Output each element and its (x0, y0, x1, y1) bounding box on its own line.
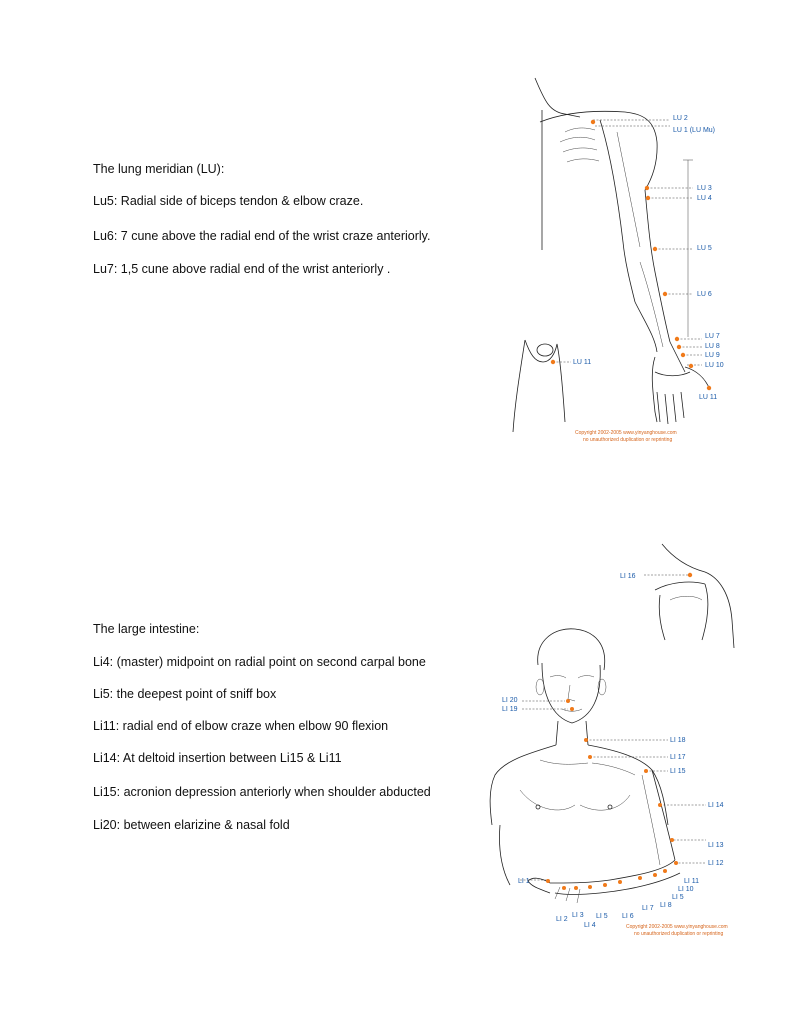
label-lu5: LU 5 (697, 245, 712, 252)
label-li16: LI 16 (620, 573, 636, 580)
label-li13: LI 13 (708, 842, 724, 849)
li-copyright-1: Copyright 2002-2005 www.yinyanghouse.com (626, 924, 728, 930)
label-li15: LI 15 (670, 768, 686, 775)
label-li4: LI 4 (584, 922, 596, 929)
label-lu2: LU 2 (673, 115, 688, 122)
label-lu11-hand: LU 11 (699, 394, 717, 401)
label-li1: LI 1 (518, 878, 530, 885)
lung-line-lu7: Lu7: 1,5 cune above radial end of the wr… (93, 261, 390, 277)
label-li2: LI 2 (556, 916, 568, 923)
lung-copyright-2: no unauthorized duplication or reprintin… (583, 437, 672, 443)
label-lu10: LU 10 (705, 362, 724, 369)
li-heading: The large intestine: (93, 621, 199, 637)
label-li5: LI 5 (596, 913, 608, 920)
li-line-li14: Li14: At deltoid insertion between Li15 … (93, 750, 342, 766)
label-lu8: LU 8 (705, 343, 720, 350)
li-copyright-2: no unauthorized duplication or reprintin… (634, 931, 723, 937)
label-lu3: LU 3 (697, 185, 712, 192)
li-line-li15: Li15: acronion depression anteriorly whe… (93, 784, 431, 800)
label-li14: LI 14 (708, 802, 724, 809)
li-line-li11: Li11: radial end of elbow craze when elb… (93, 718, 388, 734)
label-li17: LI 17 (670, 754, 686, 761)
label-li12: LI 12 (708, 860, 724, 867)
label-lu6: LU 6 (697, 291, 712, 298)
lung-meridian-figure: LU 2 LU 1 (LU Mu) LU 3 LU 4 LU 5 LU 6 LU… (505, 72, 755, 452)
label-li10: LI 10 (678, 886, 694, 893)
li-torso-figure: LI 20 LI 19 LI 18 LI 17 LI 15 LI 14 LI 1… (480, 625, 770, 955)
label-li3: LI 3 (572, 912, 584, 919)
label-li7: LI 7 (642, 905, 654, 912)
label-lu4: LU 4 (697, 195, 712, 202)
lung-line-lu5: Lu5: Radial side of biceps tendon & elbo… (93, 193, 363, 209)
lung-copyright-1: Copyright 2002-2005 www.yinyanghouse.com (575, 430, 677, 436)
label-li-forearm-5: LI 5 (672, 894, 684, 901)
label-lu11-thumb: LU 11 (573, 359, 591, 366)
label-li11: LI 11 (684, 878, 699, 885)
label-li6: LI 6 (622, 913, 634, 920)
li-line-li5: Li5: the deepest point of sniff box (93, 686, 276, 702)
lung-line-lu6: Lu6: 7 cune above the radial end of the … (93, 228, 430, 244)
label-li20: LI 20 (502, 697, 518, 704)
label-lu9: LU 9 (705, 352, 720, 359)
li-line-li20: Li20: between elarizine & nasal fold (93, 817, 290, 833)
lung-heading: The lung meridian (LU): (93, 161, 224, 177)
label-li19: LI 19 (502, 706, 518, 713)
label-lu1: LU 1 (LU Mu) (673, 127, 715, 134)
label-lu7: LU 7 (705, 333, 720, 340)
li-line-li4: Li4: (master) midpoint on radial point o… (93, 654, 426, 670)
label-li8: LI 8 (660, 902, 672, 909)
label-li18: LI 18 (670, 737, 686, 744)
